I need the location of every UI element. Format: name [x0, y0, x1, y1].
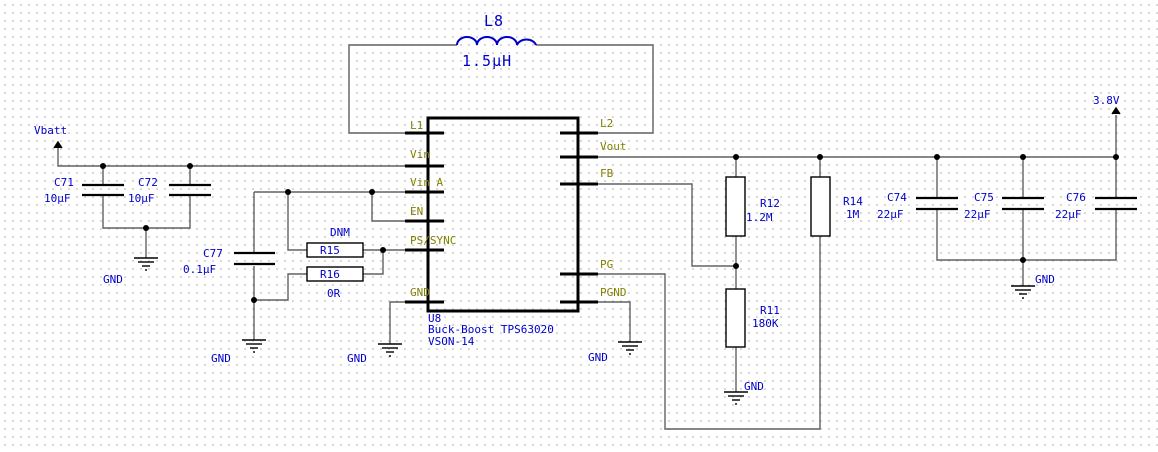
r14-value: 1M — [846, 208, 860, 221]
r12-value: 1.2M — [746, 211, 773, 224]
ground-icon — [724, 391, 748, 405]
r15-value: DNM — [330, 226, 350, 239]
ground-icon — [1011, 285, 1035, 299]
capacitor-c72[interactable]: C72 10μF — [128, 176, 211, 205]
c71-ref: C71 — [54, 176, 74, 189]
c76-value: 22μF — [1055, 208, 1082, 221]
ic-right-pins — [560, 131, 598, 304]
c75-ref: C75 — [974, 191, 994, 204]
r11-value: 180K — [752, 317, 779, 330]
pin-label-vout: Vout — [600, 140, 627, 153]
capacitor-c75[interactable]: C75 22μF — [964, 191, 1044, 221]
r15-ref: R15 — [320, 244, 340, 257]
r11-ref: R11 — [760, 304, 780, 317]
c72-value: 10μF — [128, 192, 155, 205]
pin-label-vin-a: Vin A — [410, 176, 443, 189]
gnd-label: GND — [211, 352, 231, 365]
ground-icon — [378, 343, 402, 357]
vout-label: 3.8V — [1093, 94, 1120, 107]
ground-ic-gnd[interactable]: GND — [347, 343, 402, 365]
ground-c71-c72[interactable]: GND — [103, 257, 158, 286]
pin-label-en: EN — [410, 205, 423, 218]
ic-body — [426, 116, 580, 313]
resistor-r12[interactable]: R12 1.2M — [725, 176, 780, 237]
ground-r11[interactable]: GND — [724, 380, 764, 405]
resistor-r15[interactable]: R15 DNM — [306, 226, 364, 258]
capacitor-c71[interactable]: C71 10μF — [44, 176, 124, 205]
junction-dots — [100, 154, 1119, 303]
r16-ref: R16 — [320, 268, 340, 281]
gnd-label: GND — [103, 273, 123, 286]
ground-icon — [242, 339, 266, 353]
ic-u8[interactable]: L1 Vin Vin A EN PS/SYNC GND L2 Vout FB P… — [405, 116, 627, 348]
pin-label-vin: Vin — [410, 148, 430, 161]
c77-value: 0.1μF — [183, 263, 216, 276]
resistor-r16[interactable]: R16 0R — [306, 266, 364, 300]
gnd-label: GND — [744, 380, 764, 393]
pin-label-l1: L1 — [410, 119, 423, 132]
ground-output-caps[interactable]: GND — [1011, 273, 1055, 299]
inductor-l8[interactable]: L8 1.5μH — [456, 12, 537, 70]
pin-label-fb: FB — [600, 167, 614, 180]
wires — [57, 44, 1117, 430]
resistor-r14[interactable]: R14 1M — [810, 176, 863, 237]
capacitor-c77[interactable]: C77 0.1μF — [183, 247, 275, 276]
pin-label-ps-sync: PS/SYNC — [410, 234, 456, 247]
r14-ref: R14 — [843, 195, 863, 208]
c76-ref: C76 — [1066, 191, 1086, 204]
resistor-r11[interactable]: R11 180K — [725, 288, 780, 348]
arrow-up-icon — [53, 140, 63, 149]
arrow-up-icon — [1111, 106, 1121, 115]
pin-label-l2: L2 — [600, 117, 613, 130]
power-flag-vout[interactable]: 3.8V — [1093, 94, 1121, 115]
ic-ref: U8 — [428, 312, 441, 325]
inductor-coil-icon — [456, 36, 537, 46]
pin-label-pgnd: PGND — [600, 286, 627, 299]
ground-c77[interactable]: GND — [211, 339, 266, 365]
c71-value: 10μF — [44, 192, 71, 205]
c77-ref: C77 — [203, 247, 223, 260]
gnd-label: GND — [1035, 273, 1055, 286]
pin-label-gnd: GND — [410, 286, 430, 299]
r16-value: 0R — [327, 287, 341, 300]
capacitor-c76[interactable]: C76 22μF — [1055, 191, 1137, 221]
ic-left-pins — [405, 131, 444, 304]
c75-value: 22μF — [964, 208, 991, 221]
ground-pgnd[interactable]: GND — [588, 341, 642, 364]
c74-ref: C74 — [887, 191, 907, 204]
inductor-value: 1.5μH — [462, 52, 512, 70]
c72-ref: C72 — [138, 176, 158, 189]
r12-ref: R12 — [760, 197, 780, 210]
ground-icon — [618, 341, 642, 355]
gnd-label: GND — [588, 351, 608, 364]
c74-value: 22μF — [877, 208, 904, 221]
ic-package: VSON-14 — [428, 335, 475, 348]
power-flag-vbatt[interactable]: Vbatt — [34, 124, 67, 149]
inductor-ref: L8 — [484, 12, 504, 30]
pin-label-pg: PG — [600, 258, 613, 271]
gnd-label: GND — [347, 352, 367, 365]
ground-icon — [134, 257, 158, 271]
ic-name: Buck-Boost TPS63020 — [428, 323, 554, 336]
vbatt-label: Vbatt — [34, 124, 67, 137]
capacitor-c74[interactable]: C74 22μF — [877, 191, 958, 221]
